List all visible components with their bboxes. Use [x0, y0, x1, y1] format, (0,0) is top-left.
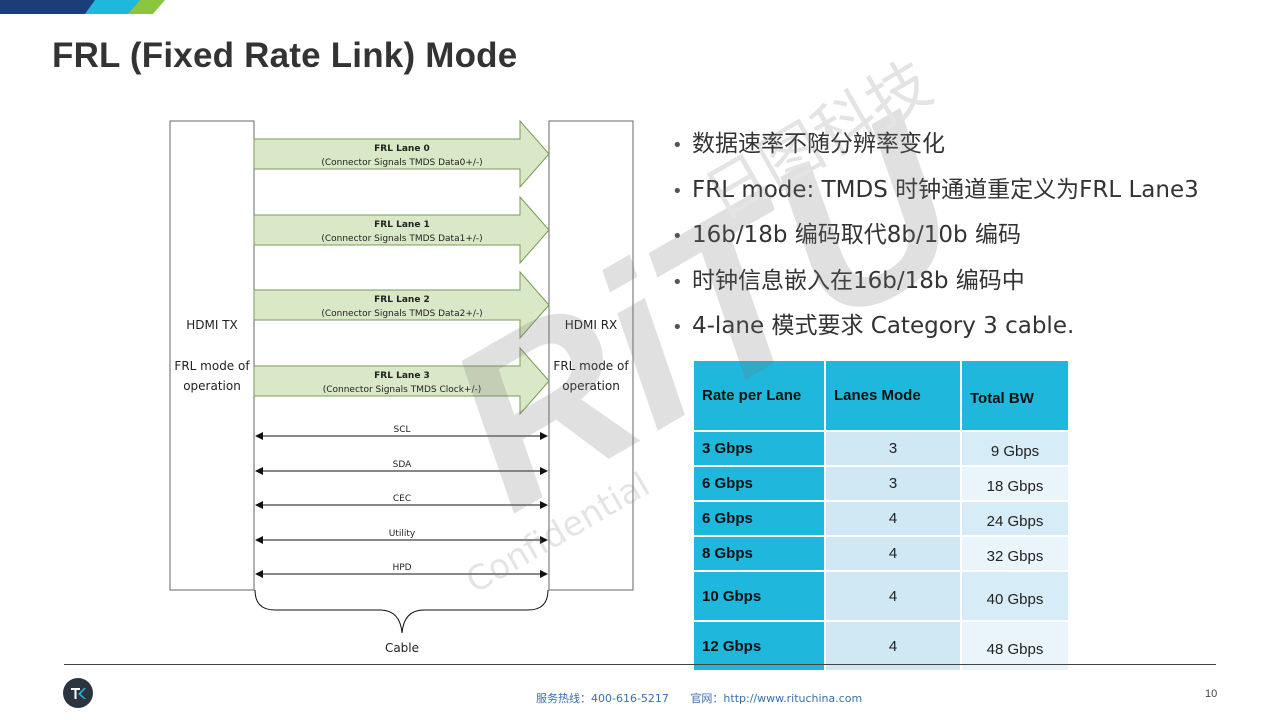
signal-label: SDA — [393, 460, 412, 470]
lane-signal: (Connector Signals TMDS Clock+/-) — [323, 385, 482, 395]
lane-signal: (Connector Signals TMDS Data1+/-) — [321, 234, 482, 244]
table-row: 6 Gbps 3 18 Gbps — [692, 465, 1070, 502]
frl-lane-2: FRL Lane 2 (Connector Signals TMDS Data2… — [253, 270, 550, 340]
frl-lane-0: FRL Lane 0 (Connector Signals TMDS Data0… — [253, 119, 550, 189]
lane-name: FRL Lane 0 — [374, 144, 430, 154]
page-title: FRL (Fixed Rate Link) Mode — [52, 36, 518, 75]
lane-signal: (Connector Signals TMDS Data2+/-) — [321, 309, 482, 319]
footer-hotline: 服务热线：400-616-5217 — [536, 692, 669, 705]
signal-hpd: HPD — [255, 563, 548, 578]
page-number: 10 — [1205, 688, 1218, 700]
tx-sub1: FRL mode of — [174, 359, 250, 373]
table-row: 10 Gbps 4 40 Gbps — [692, 570, 1070, 622]
rx-title: HDMI RX — [565, 318, 618, 332]
lane-name: FRL Lane 3 — [374, 371, 430, 381]
header-bw: Total BW — [960, 359, 1070, 432]
frl-diagram: HDMI TX FRL mode of operation HDMI RX FR… — [169, 119, 634, 655]
footer-contact: 服务热线：400-616-5217 官网：http://www.rituchin… — [536, 690, 880, 706]
top-accent-bar — [0, 0, 165, 14]
tx-sub2: operation — [183, 379, 241, 393]
frl-lane-1: FRL Lane 1 (Connector Signals TMDS Data1… — [253, 195, 550, 265]
signal-cec: CEC — [255, 494, 548, 509]
signal-label: HPD — [392, 563, 411, 573]
footer-website[interactable]: 官网：http://www.rituchina.com — [690, 692, 863, 705]
signal-utility: Utility — [255, 529, 548, 544]
bullet-list: •数据速率不随分辨率变化 •FRL mode: TMDS 时钟通道重定义为FRL… — [672, 124, 1199, 352]
table-row: 8 Gbps 4 32 Gbps — [692, 535, 1070, 572]
cable-brace — [254, 589, 549, 634]
table-row: 12 Gbps 4 48 Gbps — [692, 620, 1070, 672]
rx-sub1: FRL mode of — [553, 359, 629, 373]
ritu-logo-icon — [63, 678, 93, 708]
bullet-item: •16b/18b 编码取代8b/10b 编码 — [672, 222, 1021, 248]
bullet-item: •数据速率不随分辨率变化 — [672, 131, 945, 157]
bullet-item: •FRL mode: TMDS 时钟通道重定义为FRL Lane3 — [672, 176, 1199, 203]
signal-sda: SDA — [255, 460, 548, 475]
bandwidth-table: Rate per Lane Lanes Mode Total BW 3 Gbps… — [692, 359, 1070, 672]
footer-divider — [64, 664, 1216, 665]
frl-lane-3: FRL Lane 3 (Connector Signals TMDS Clock… — [253, 346, 550, 416]
rx-sub2: operation — [562, 379, 620, 393]
hdmi-tx-box — [169, 120, 255, 591]
signal-scl: SCL — [255, 425, 548, 440]
table-row: 3 Gbps 3 9 Gbps — [692, 430, 1070, 467]
bullet-item: •4-lane 模式要求 Category 3 cable. — [672, 313, 1075, 339]
tx-title: HDMI TX — [186, 318, 238, 332]
hdmi-rx-box — [548, 120, 634, 591]
table-header-row: Rate per Lane Lanes Mode Total BW — [692, 359, 1070, 432]
signal-label: CEC — [393, 494, 411, 504]
lane-name: FRL Lane 1 — [374, 220, 430, 230]
signal-label: SCL — [393, 425, 410, 435]
bullet-item: •时钟信息嵌入在16b/18b 编码中 — [672, 267, 1025, 294]
signal-label: Utility — [389, 529, 416, 539]
lane-name: FRL Lane 2 — [374, 295, 430, 305]
lane-signal: (Connector Signals TMDS Data0+/-) — [321, 158, 482, 168]
table-row: 6 Gbps 4 24 Gbps — [692, 500, 1070, 537]
cable-label: Cable — [385, 641, 419, 655]
header-lanes: Lanes Mode — [824, 359, 962, 432]
header-rate: Rate per Lane — [692, 359, 826, 432]
